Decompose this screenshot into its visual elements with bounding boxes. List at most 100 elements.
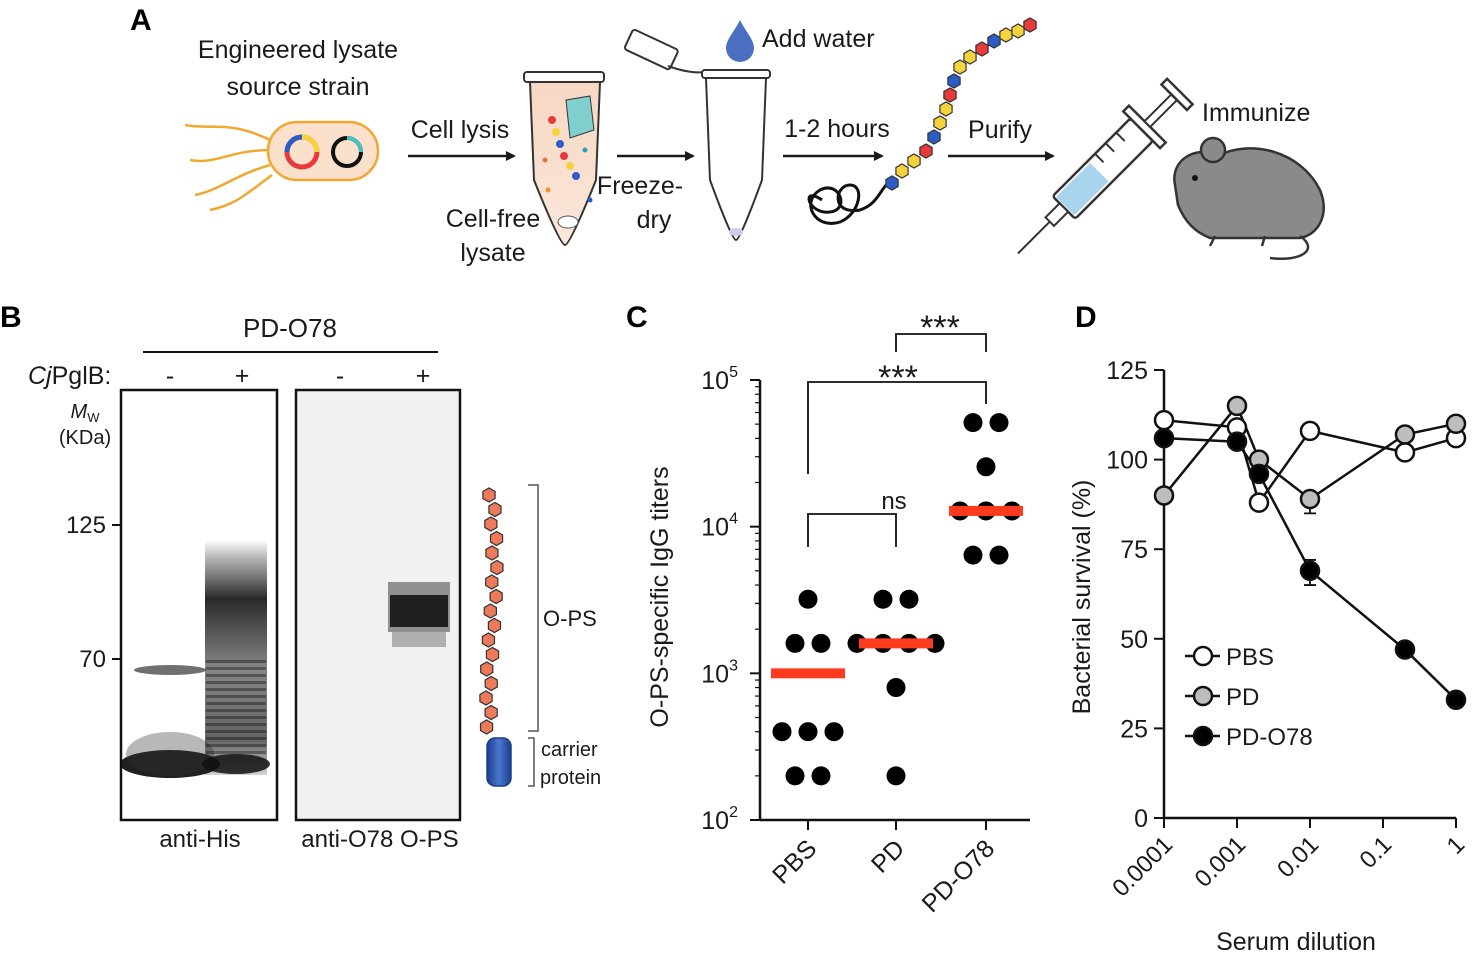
ladder-band xyxy=(206,681,266,684)
point-pd-o78 xyxy=(1153,427,1175,449)
point-pbs xyxy=(1153,409,1175,431)
y-tick-label-d: 125 xyxy=(1106,357,1148,385)
legend-marker-pbs xyxy=(1192,645,1214,667)
legend-marker-pd-o78 xyxy=(1192,725,1214,747)
ops-residue xyxy=(479,719,494,735)
ops-chain-icon xyxy=(479,487,504,735)
ops-residue xyxy=(490,559,504,576)
glycan-residue xyxy=(947,73,961,89)
panel-a: A Engineered lysate source strain Cell l… xyxy=(130,4,1325,267)
enzyme-italic: Cj xyxy=(28,362,53,390)
y-tick-base: 10 xyxy=(701,367,729,395)
carrier-label-line1: carrier xyxy=(541,739,598,761)
y-tick-label-d: 25 xyxy=(1120,715,1148,743)
data-point-pbs xyxy=(785,633,805,653)
ops-residue xyxy=(489,588,503,605)
ladder-band xyxy=(206,730,266,733)
data-point-pbs xyxy=(785,766,805,786)
ops-residue xyxy=(479,690,493,706)
mw-unit: (KDa) xyxy=(59,427,111,449)
cell-lysis-label: Cell lysis xyxy=(411,116,510,144)
point-pd-o78 xyxy=(1226,431,1248,452)
construct-label: PD-O78 xyxy=(243,313,337,343)
glycan-residue xyxy=(927,129,941,145)
y-tick-exp: 2 xyxy=(729,804,738,821)
glycan-residue xyxy=(987,33,1001,49)
median-bar-pbs xyxy=(771,668,845,679)
ops-residue xyxy=(485,646,500,663)
x-tick-label-d: 0.1 xyxy=(1355,831,1398,874)
y-tick-label-c: 105 xyxy=(701,364,738,395)
carrier-protein-icon xyxy=(486,737,512,787)
y-tick-exp: 4 xyxy=(729,511,738,528)
data-point-pd xyxy=(886,678,906,698)
ops-residue xyxy=(483,603,497,619)
x-tick-label-d: 1 xyxy=(1442,831,1471,860)
glycan-residue xyxy=(953,59,967,75)
glycan-residue xyxy=(963,49,977,65)
ladder-band xyxy=(206,709,266,712)
ladder-band xyxy=(206,716,266,719)
data-point-pbs xyxy=(811,633,831,653)
ladder-band xyxy=(206,744,266,747)
legend-label-pd: PD xyxy=(1226,684,1259,711)
panel-b-letter: B xyxy=(0,301,22,334)
ops-residue xyxy=(484,704,498,721)
data-point-pbs xyxy=(824,722,844,742)
ops-residue xyxy=(484,516,498,532)
source-strain-line2: source strain xyxy=(226,73,369,101)
mw-symbol: M xyxy=(71,401,88,423)
ops-residue xyxy=(485,574,499,590)
glycan-residue xyxy=(895,163,909,179)
bacterium-icon xyxy=(184,120,380,212)
ladder-band xyxy=(206,751,266,754)
y-tick-label-c: 102 xyxy=(701,804,738,835)
x-tick-label-d: 0.001 xyxy=(1190,831,1252,893)
ladder-band xyxy=(206,723,266,726)
point-pd xyxy=(1226,395,1248,417)
y-axis-label-c: O-PS-specific IgG titers xyxy=(646,466,674,727)
median-bar-pd xyxy=(859,638,933,649)
data-point-pbs xyxy=(772,722,792,742)
y-tick-label-d: 100 xyxy=(1106,447,1148,475)
ops-residue xyxy=(487,617,502,634)
data-point-pd-o78 xyxy=(963,413,983,433)
ladder-band xyxy=(206,695,266,698)
y-tick-exp: 3 xyxy=(729,657,738,674)
x-tick-label-d: 0.01 xyxy=(1272,831,1324,883)
glycan-chain-icon xyxy=(885,17,1037,191)
lane-3-sign: - xyxy=(336,362,344,390)
point-pbs xyxy=(1394,442,1416,463)
bracket-ns xyxy=(807,513,897,547)
blot-right-label: anti-O78 O-PS xyxy=(301,826,458,853)
data-point-pd xyxy=(886,766,906,786)
glycan-residue xyxy=(907,153,921,169)
ladder-band xyxy=(206,737,266,740)
point-pd-o78 xyxy=(1445,689,1467,710)
ladder-band xyxy=(206,667,266,670)
blot-anti-his xyxy=(119,388,279,822)
data-point-pbs xyxy=(798,722,818,742)
y-tick-base: 10 xyxy=(701,807,729,835)
x-tick-label-d: 0.0001 xyxy=(1107,831,1178,902)
data-point-pd-o78 xyxy=(989,413,1009,433)
carrier-bracket xyxy=(528,737,535,787)
marker-125: 125 xyxy=(66,512,106,539)
ops-residue xyxy=(480,661,494,677)
point-pbs xyxy=(1248,492,1270,513)
y-tick-label-d: 0 xyxy=(1134,805,1148,833)
enzyme-rest: PglB: xyxy=(52,362,112,390)
comparison-stars-pd-pdo78: *** xyxy=(920,309,960,347)
immunize-label: Immunize xyxy=(1202,99,1310,127)
lane-4-sign: + xyxy=(416,362,431,390)
ops-residue xyxy=(489,530,504,547)
ops-residue xyxy=(484,675,498,692)
point-pd xyxy=(1153,485,1175,506)
lysate-tube-icon xyxy=(523,71,605,247)
data-point-pbs xyxy=(811,766,831,786)
glycan-residue xyxy=(933,115,947,131)
point-pd xyxy=(1445,413,1467,435)
